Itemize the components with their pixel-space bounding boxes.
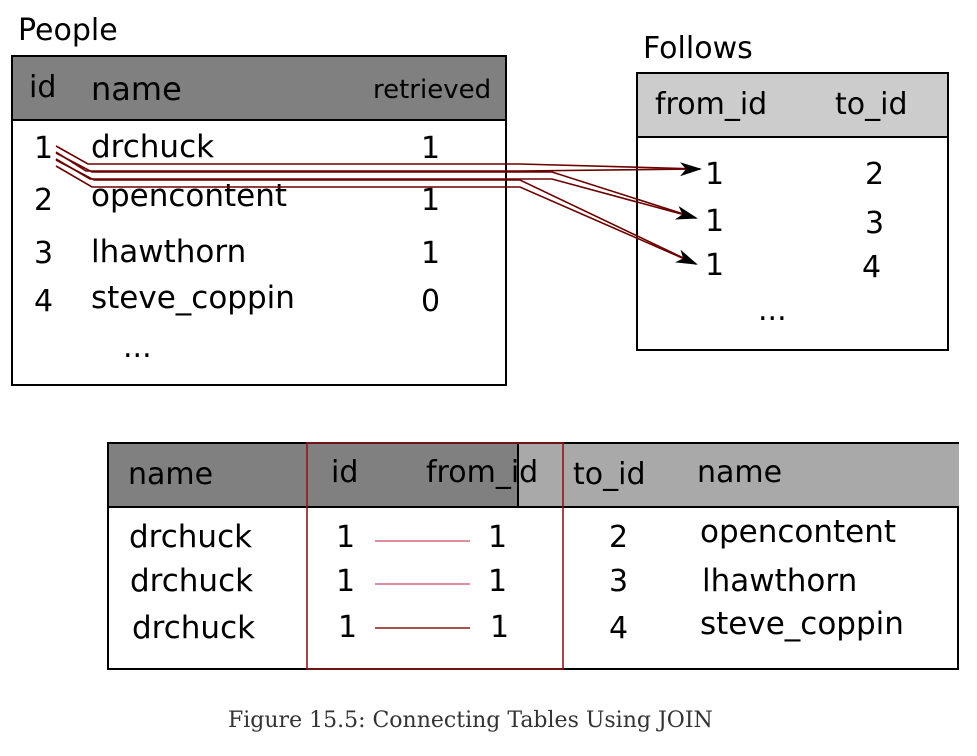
people-row-3-id: 3 bbox=[34, 236, 54, 271]
follows-header bbox=[638, 74, 947, 138]
people-row-2-retrieved: 1 bbox=[421, 183, 441, 218]
follows-row-2-to-id: 3 bbox=[865, 206, 885, 241]
people-ellipsis: ... bbox=[123, 330, 152, 365]
people-row-3-retrieved: 1 bbox=[421, 236, 441, 271]
join-header-id: id bbox=[331, 455, 359, 490]
follows-header-from-id: from_id bbox=[655, 87, 768, 122]
join-row-1-id: 1 bbox=[336, 520, 356, 555]
join-row-3-name-left: drchuck bbox=[132, 610, 256, 646]
follows-row-1-to-id: 2 bbox=[865, 157, 885, 192]
follows-row-3-to-id: 4 bbox=[862, 250, 882, 285]
people-header-id: id bbox=[29, 70, 57, 105]
join-row-2-from-id: 1 bbox=[488, 564, 508, 599]
join-row-2-id: 1 bbox=[336, 564, 356, 599]
people-row-1-name: drchuck bbox=[91, 129, 215, 165]
join-header-from-id: from_id bbox=[426, 455, 539, 490]
follows-header-to-id: to_id bbox=[835, 87, 908, 122]
people-header-name: name bbox=[91, 70, 182, 108]
join-highlight-box bbox=[306, 442, 564, 670]
join-header-left bbox=[109, 444, 415, 508]
join-header-name-right: name bbox=[697, 455, 783, 490]
follows-row-3-from-id: 1 bbox=[705, 248, 725, 283]
join-header-id-cell bbox=[415, 444, 517, 508]
link-to-follows-row-3 bbox=[55, 159, 698, 265]
link-to-follows-row-1 bbox=[55, 145, 702, 177]
join-row-2-to-id: 3 bbox=[609, 564, 629, 599]
people-header bbox=[13, 57, 505, 121]
figure-caption: Figure 15.5: Connecting Tables Using JOI… bbox=[228, 708, 713, 733]
people-row-1-id: 1 bbox=[34, 131, 54, 166]
join-row-2-name-left: drchuck bbox=[130, 563, 254, 599]
follows-row-1-from-id: 1 bbox=[705, 157, 725, 192]
people-row-1-retrieved: 1 bbox=[421, 131, 441, 166]
people-header-retrieved: retrieved bbox=[373, 75, 492, 105]
join-row-3-id: 1 bbox=[338, 610, 358, 645]
people-row-3-name: lhawthorn bbox=[91, 234, 247, 270]
people-row-4-name: steve_coppin bbox=[91, 280, 295, 316]
people-row-4-id: 4 bbox=[34, 284, 54, 319]
join-header-right bbox=[517, 444, 959, 508]
join-row-1-to-id: 2 bbox=[609, 520, 629, 555]
follows-title: Follows bbox=[643, 31, 753, 66]
people-row-4-retrieved: 0 bbox=[421, 284, 441, 319]
join-row-1-name-left: drchuck bbox=[129, 519, 253, 555]
join-row-1-name-right: opencontent bbox=[700, 514, 897, 550]
join-row-3-from-id: 1 bbox=[490, 610, 510, 645]
join-header-name-left: name bbox=[128, 457, 214, 492]
join-row-2-name-right: lhawthorn bbox=[702, 563, 858, 599]
follows-row-2-from-id: 1 bbox=[705, 204, 725, 239]
people-row-2-id: 2 bbox=[34, 183, 54, 218]
join-header-to-id: to_id bbox=[573, 457, 646, 492]
join-table bbox=[107, 442, 959, 670]
people-table bbox=[11, 55, 507, 386]
join-row-3-name-right: steve_coppin bbox=[700, 606, 904, 642]
people-row-2-name: opencontent bbox=[91, 178, 288, 214]
join-row-3-to-id: 4 bbox=[609, 611, 629, 646]
link-to-follows-row-2 bbox=[55, 152, 698, 220]
join-row-1-from-id: 1 bbox=[488, 520, 508, 555]
people-title: People bbox=[18, 13, 118, 48]
follows-ellipsis: ... bbox=[758, 293, 787, 328]
